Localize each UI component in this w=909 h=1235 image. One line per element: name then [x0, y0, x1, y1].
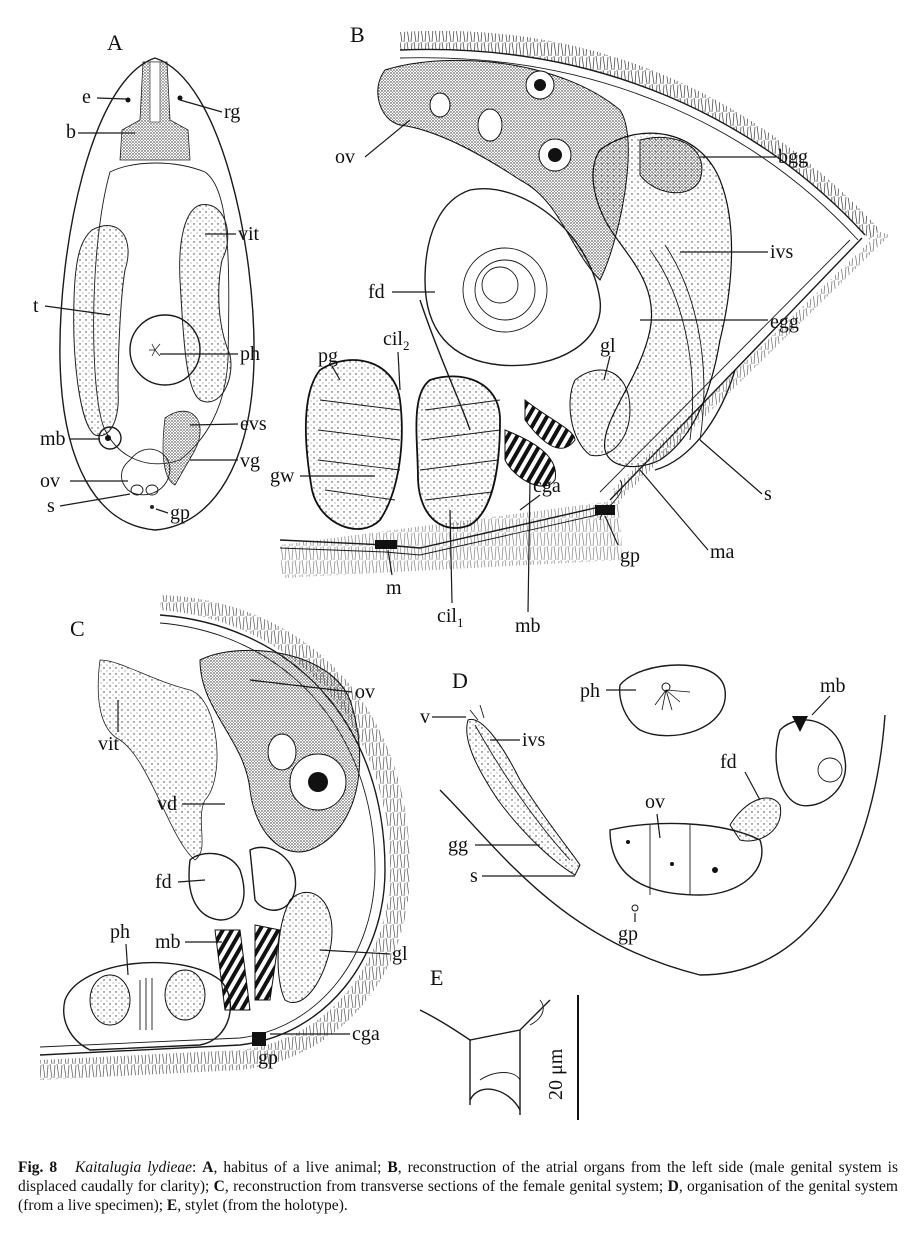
- label-c-ov: ov: [355, 681, 375, 703]
- label-a-b: b: [66, 121, 76, 143]
- label-c-fd: fd: [155, 871, 172, 893]
- label-b-s: s: [764, 483, 772, 505]
- panel-e: E 20 μm: [419, 965, 579, 1120]
- label-c-cga: cga: [352, 1023, 380, 1045]
- label-a-e: e: [82, 86, 91, 108]
- label-a-ov: ov: [40, 470, 60, 492]
- label-a-vit: vit: [238, 223, 260, 245]
- label-d-gg: gg: [448, 834, 468, 856]
- caption-key-a: A: [202, 1159, 214, 1176]
- label-b-cil2: cil2: [383, 328, 410, 353]
- panel-b: B: [270, 22, 890, 637]
- label-a-evs: evs: [240, 413, 267, 435]
- caption-key-d: D: [667, 1178, 679, 1195]
- label-d-mb: mb: [820, 675, 846, 697]
- label-a-gp: gp: [170, 502, 190, 524]
- label-b-gw: gw: [270, 465, 295, 487]
- caption-text-c: , reconstruction from transverse section…: [224, 1178, 668, 1195]
- label-b-ivs: ivs: [770, 241, 794, 263]
- label-a-ph: ph: [240, 343, 260, 365]
- label-b-fd: fd: [368, 281, 385, 303]
- panel-c-letter: C: [70, 616, 85, 641]
- label-b-cil1: cil1: [437, 605, 464, 630]
- label-c-vd: vd: [157, 793, 177, 815]
- label-d-gp: gp: [618, 923, 638, 945]
- label-b-pg: pg: [318, 345, 338, 367]
- panel-d-letter: D: [452, 668, 468, 693]
- label-d-v: v: [420, 706, 430, 728]
- label-a-vg: vg: [240, 450, 260, 472]
- caption-text-b: , reconstruction of the atrial organs fr…: [18, 1159, 898, 1195]
- caption-key-b: B: [387, 1159, 398, 1176]
- caption-sep: :: [192, 1159, 203, 1176]
- label-b-ov: ov: [335, 146, 355, 168]
- label-b-mb: mb: [515, 615, 541, 637]
- label-b-bgg: bgg: [778, 146, 808, 168]
- label-b-m: m: [386, 577, 402, 599]
- panel-e-letter: E: [430, 965, 443, 990]
- caption-text-d: , organisation of the genital system (fr…: [18, 1178, 898, 1214]
- label-c-gp: gp: [258, 1047, 278, 1069]
- label-b-ma: ma: [710, 541, 735, 563]
- label-c-gl: gl: [392, 943, 408, 965]
- panel-a: A e b rg vit t ph: [33, 30, 267, 531]
- label-b-cga: cga: [533, 475, 561, 497]
- label-b-egg: egg: [770, 311, 799, 333]
- panel-c: C ov vit vd fd mb ph: [39, 595, 410, 1080]
- label-c-vit: vit: [98, 733, 120, 755]
- caption-fig-number: Fig. 8: [18, 1159, 58, 1176]
- label-c-mb: mb: [155, 931, 181, 953]
- label-c-ph: ph: [110, 921, 130, 943]
- caption-key-e: E: [166, 1197, 178, 1214]
- figure-drawing: A e b rg vit t ph: [33, 22, 890, 1120]
- panel-d: D ph mb v ivs fd ov: [420, 664, 886, 976]
- label-a-s: s: [47, 495, 55, 517]
- panel-b-letter: B: [350, 22, 365, 47]
- label-a-mb: mb: [40, 428, 66, 450]
- label-d-fd: fd: [720, 751, 737, 773]
- caption-key-c: C: [213, 1178, 225, 1195]
- panel-a-letter: A: [107, 30, 123, 55]
- label-a-t: t: [33, 295, 39, 317]
- caption-text-e: , stylet (from the holotype).: [177, 1197, 348, 1214]
- figure-caption: Fig. 8 Kaitalugia lydieae: A, habitus of…: [18, 1158, 898, 1215]
- caption-species: Kaitalugia lydieae: [74, 1159, 193, 1176]
- label-b-gp: gp: [620, 545, 640, 567]
- label-d-ov: ov: [645, 791, 665, 813]
- label-a-rg: rg: [224, 101, 240, 123]
- label-d-ivs: ivs: [522, 729, 546, 751]
- label-d-ph: ph: [580, 680, 600, 702]
- label-d-s: s: [470, 865, 478, 887]
- label-b-gl: gl: [600, 335, 616, 357]
- scale-bar-label: 20 μm: [545, 1048, 567, 1100]
- caption-text-a: , habitus of a live animal;: [213, 1159, 388, 1176]
